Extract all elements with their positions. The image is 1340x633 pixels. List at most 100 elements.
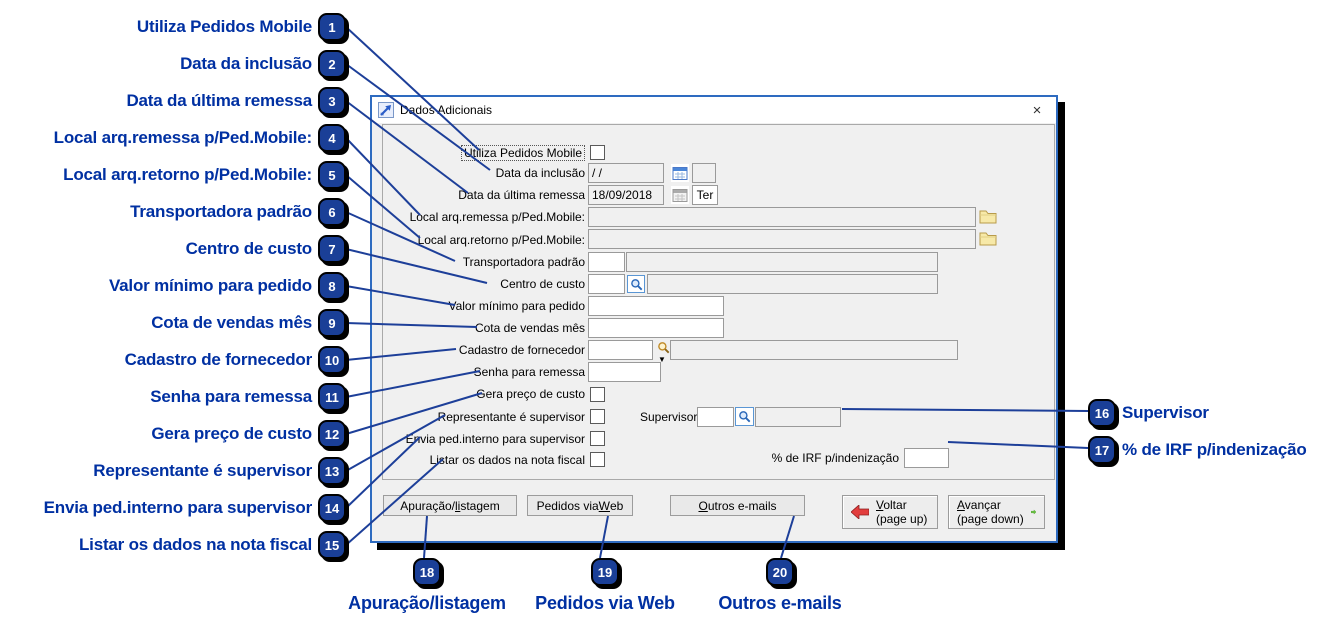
- callout-label-15: Listar os dados na nota fiscal: [78, 535, 312, 554]
- envia-ped-checkbox[interactable]: [590, 431, 605, 446]
- cota-vendas-label: Cota de vendas mês: [474, 321, 585, 335]
- data-ultima-weekday-box: Ter: [692, 185, 718, 205]
- folder-icon: [979, 210, 997, 223]
- fornecedor-code-input[interactable]: [588, 340, 653, 360]
- local-retorno-folder-button[interactable]: [978, 229, 998, 247]
- dialog-title: Dados Adicionais: [400, 103, 493, 117]
- data-inclusao-weekday-box: [692, 163, 716, 183]
- callout-badge-16: 16: [1088, 399, 1116, 427]
- calendar-disabled-icon: [672, 189, 688, 202]
- callout-badge-5: 5: [318, 161, 346, 189]
- senha-label: Senha para remessa: [473, 365, 585, 379]
- data-ultima-input[interactable]: 18/09/2018: [588, 185, 664, 205]
- callout-label-20: Outros e-mails: [718, 593, 842, 613]
- callout-label-7: Centro de custo: [185, 239, 313, 258]
- button-text: Pedidos via: [536, 498, 599, 513]
- search-icon: [630, 278, 642, 290]
- supervisor-label: Supervisor: [640, 410, 698, 424]
- forward-arrow-icon: [1030, 509, 1036, 515]
- callout-badge-12: 12: [318, 420, 346, 448]
- search-icon: [657, 341, 669, 353]
- supervisor-name-input: [755, 407, 841, 427]
- callout-label-4: Local arq.remessa p/Ped.Mobile:: [53, 128, 313, 147]
- calendar-icon: [672, 167, 688, 180]
- avancar-button[interactable]: Avançar(page down): [948, 495, 1045, 529]
- callout-badge-10: 10: [318, 346, 346, 374]
- local-remessa-input[interactable]: [588, 207, 976, 227]
- callout-badge-18: 18: [413, 558, 441, 586]
- local-remessa-folder-button[interactable]: [978, 207, 998, 225]
- callout-label-1: Utiliza Pedidos Mobile: [136, 17, 312, 36]
- callout-badge-14: 14: [318, 494, 346, 522]
- callout-badge-19: 19: [591, 558, 619, 586]
- callout-label-8: Valor mínimo para pedido: [108, 276, 312, 295]
- transportadora-name-input: [626, 252, 938, 272]
- dialog-titlebar[interactable]: Dados Adicionais ×: [372, 97, 1056, 123]
- callout-badge-20: 20: [766, 558, 794, 586]
- callout-label-9: Cota de vendas mês: [151, 313, 312, 332]
- back-arrow-icon: [851, 505, 869, 519]
- fornecedor-name-input: [670, 340, 958, 360]
- callout-badge-2: 2: [318, 50, 346, 78]
- fornecedor-search-button[interactable]: [655, 340, 671, 354]
- button-text: Avançar(page down): [957, 498, 1024, 526]
- supervisor-search-button[interactable]: [735, 407, 754, 426]
- callout-badge-8: 8: [318, 272, 346, 300]
- button-text: stagem: [460, 498, 500, 513]
- representante-checkbox[interactable]: [590, 409, 605, 424]
- valor-minimo-label: Valor mínimo para pedido: [448, 299, 585, 313]
- centro-custo-search-button[interactable]: [627, 275, 645, 293]
- callout-label-11: Senha para remessa: [150, 387, 312, 406]
- callout-badge-4: 4: [318, 124, 346, 152]
- fornecedor-dropdown-icon[interactable]: ▼: [658, 355, 666, 364]
- listar-dados-checkbox[interactable]: [590, 452, 605, 467]
- local-remessa-label: Local arq.remessa p/Ped.Mobile:: [409, 210, 585, 224]
- callout-badge-11: 11: [318, 383, 346, 411]
- local-retorno-label: Local arq.retorno p/Ped.Mobile:: [417, 233, 585, 247]
- button-accel: O: [698, 498, 708, 513]
- callout-label-19: Pedidos via Web: [535, 593, 675, 613]
- centro-custo-code-input[interactable]: [588, 274, 625, 294]
- button-text: Apuração/: [400, 498, 455, 513]
- data-inclusao-calendar-button[interactable]: [671, 164, 689, 182]
- gera-preco-label: Gera preço de custo: [476, 387, 585, 401]
- close-button[interactable]: ×: [1032, 101, 1042, 119]
- callout-badge-6: 6: [318, 198, 346, 226]
- button-accel: li: [455, 498, 461, 513]
- local-retorno-input[interactable]: [588, 229, 976, 249]
- gera-preco-checkbox[interactable]: [590, 387, 605, 402]
- cota-vendas-input[interactable]: [588, 318, 724, 338]
- callout-label-13: Representante é supervisor: [93, 461, 312, 480]
- button-text: Voltar(page up): [876, 498, 928, 526]
- callout-label-18: Apuração/listagem: [348, 593, 506, 613]
- irf-label: % de IRF p/indenização: [771, 451, 899, 465]
- callout-label-3: Data da última remessa: [126, 91, 312, 110]
- callout-label-2: Data da inclusão: [180, 54, 312, 73]
- valor-minimo-input[interactable]: [588, 296, 724, 316]
- app-window-icon: [378, 102, 394, 118]
- callout-label-16: Supervisor: [1122, 403, 1209, 422]
- supervisor-code-input[interactable]: [697, 407, 734, 427]
- callout-label-14: Envia ped.interno para supervisor: [43, 498, 313, 517]
- button-accel: W: [598, 498, 610, 513]
- utiliza-pedidos-label: Utiliza Pedidos Mobile: [460, 143, 585, 163]
- callout-badge-15: 15: [318, 531, 346, 559]
- irf-input[interactable]: [904, 448, 949, 468]
- envia-ped-label: Envia ped.interno para supervisor: [405, 432, 585, 446]
- voltar-button[interactable]: Voltar(page up): [842, 495, 938, 529]
- callout-label-12: Gera preço de custo: [151, 424, 312, 443]
- data-inclusao-input[interactable]: / /: [588, 163, 664, 183]
- utiliza-pedidos-checkbox[interactable]: [590, 145, 605, 160]
- folder-icon: [979, 232, 997, 245]
- senha-remessa-input[interactable]: [588, 362, 661, 382]
- data-ultima-label: Data da última remessa: [458, 188, 585, 202]
- transportadora-code-input[interactable]: [588, 252, 625, 272]
- button-text: eb: [610, 498, 624, 513]
- callout-badge-17: 17: [1088, 436, 1116, 464]
- callout-badge-9: 9: [318, 309, 346, 337]
- data-ultima-calendar-button: [671, 186, 689, 204]
